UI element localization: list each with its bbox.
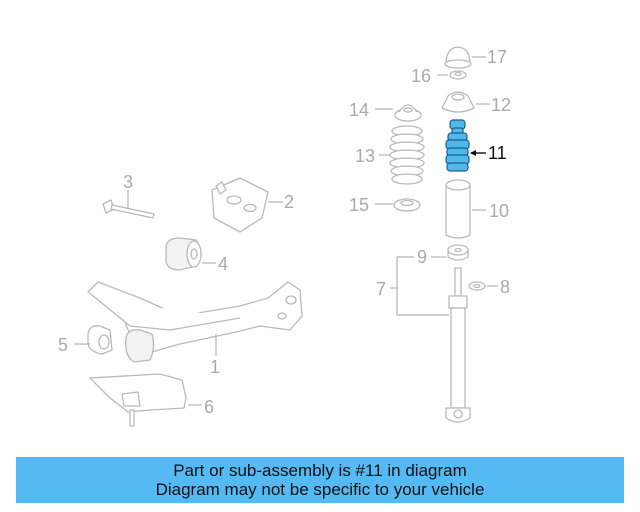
callout-3: 3 [123, 172, 133, 192]
banner-line-2: Diagram may not be specific to your vehi… [155, 480, 485, 499]
callout-4: 4 [218, 254, 228, 274]
callout-6: 6 [204, 397, 214, 417]
banner-line-1: Part or sub-assembly is #11 in diagram [173, 461, 467, 480]
callout-15: 15 [349, 195, 369, 215]
part-16-nut [449, 70, 467, 80]
callout-10: 10 [489, 201, 509, 221]
part-2-bracket [211, 177, 269, 233]
part-13-coil-spring [389, 125, 425, 185]
arrow-11 [470, 150, 476, 156]
callout-13: 13 [355, 146, 375, 166]
part-17-cap [444, 46, 472, 69]
part-7-shock-absorber [445, 267, 471, 423]
callout-12: 12 [491, 95, 511, 115]
part-15-isolator [393, 198, 421, 212]
part-11-bump-stop [445, 119, 470, 172]
callout-7: 7 [376, 279, 386, 299]
leader-7 [396, 256, 449, 316]
callout-1: 1 [210, 357, 220, 377]
part-12-mount [441, 91, 475, 113]
info-banner: Part or sub-assembly is #11 in diagram D… [16, 457, 624, 503]
part-4-bushing [165, 237, 202, 271]
part-1-axle-beam [87, 281, 303, 363]
part-10-dust-boot [445, 179, 471, 239]
part-6-shield [89, 373, 187, 427]
callout-9: 9 [417, 247, 427, 267]
part-8-nut [468, 281, 486, 291]
callout-2: 2 [284, 192, 294, 212]
callout-11: 11 [488, 143, 507, 163]
callout-17: 17 [487, 47, 507, 67]
part-14-spring-seat [394, 104, 422, 122]
callout-5: 5 [58, 335, 68, 355]
part-3-bolt [102, 199, 155, 219]
part-5-bushing [87, 325, 113, 355]
callout-14: 14 [349, 100, 369, 120]
callout-16: 16 [411, 66, 431, 86]
callout-8: 8 [500, 277, 510, 297]
part-9-washer [447, 244, 469, 261]
